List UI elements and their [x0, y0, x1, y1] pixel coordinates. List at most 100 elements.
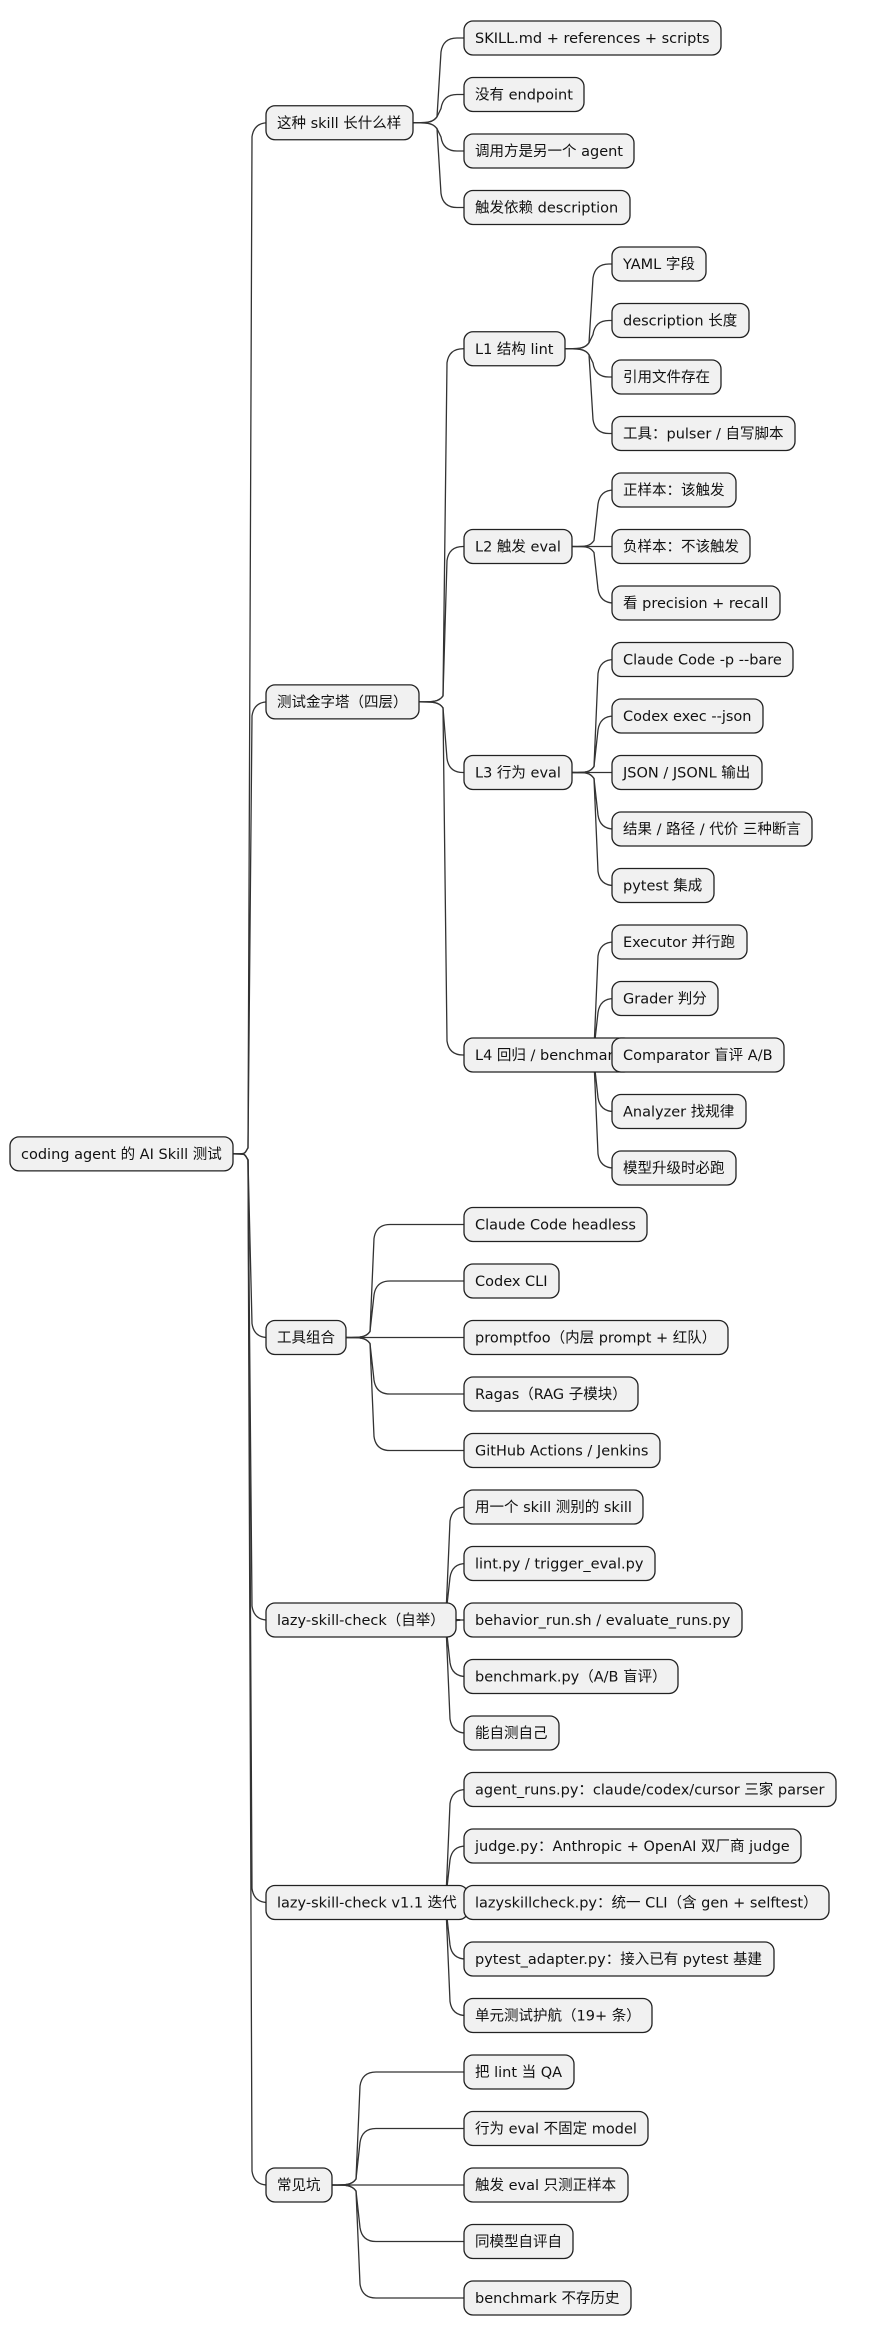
- node-depth3-node: 模型升级时必跑: [611, 1150, 737, 1186]
- node-label: JSON / JSONL 输出: [622, 765, 750, 782]
- node-label: 工具：pulser / 自写脚本: [623, 426, 783, 443]
- node-depth1-node: 常见坑: [265, 2167, 333, 2203]
- node-label: Claude Code -p --bare: [623, 653, 782, 669]
- node-label: Codex CLI: [475, 1274, 548, 1290]
- node-depth2-codex-cli: Codex CLI: [463, 1263, 560, 1299]
- connector-line: [232, 122, 269, 1155]
- node-box: [611, 754, 763, 791]
- connector-line: [331, 2184, 464, 2299]
- node-depth2-node: 能自测自己: [463, 1715, 560, 1751]
- connector-line: [412, 37, 464, 124]
- node-depth2-description: 触发依赖 description: [463, 189, 631, 226]
- node-depth2-behavior-run-sh-evaluate-runs-py: behavior_run.sh / evaluate_runs.py: [463, 1602, 743, 1638]
- connector-line: [418, 701, 464, 1056]
- node-depth2-promptfoo-prompt: promptfoo（内层 prompt + 红队）: [463, 1319, 729, 1356]
- node-label: lazy-skill-check（自举）: [277, 1612, 445, 1629]
- node-box: [463, 76, 585, 113]
- connector-line: [564, 319, 612, 350]
- node-label: Codex exec --json: [623, 709, 751, 725]
- root-node-coding-agent-ai-skill: coding agent 的 AI Skill 测试: [9, 1136, 234, 1172]
- node-box: [463, 331, 566, 367]
- connector-line: [571, 771, 615, 887]
- node-label: coding agent 的 AI Skill 测试: [21, 1146, 222, 1163]
- node-box: [611, 811, 813, 847]
- node-label: benchmark.py（A/B 盲评）: [475, 1669, 667, 1686]
- node-depth2-l2-eval: L2 触发 eval: [463, 528, 573, 565]
- node-box: [265, 105, 414, 141]
- node-depth2-pytest-adapter-py-pytest: pytest_adapter.py：接入已有 pytest 基建: [463, 1941, 775, 1977]
- node-box: [463, 2054, 575, 2090]
- node-box: [463, 189, 631, 226]
- node-box: [463, 1319, 729, 1356]
- node-label: L4 回归 / benchmark: [475, 1047, 622, 1064]
- node-box: [611, 924, 748, 960]
- node-depth2-skill-md-references-scripts: SKILL.md + references + scripts: [463, 20, 722, 56]
- node-box: [463, 1206, 648, 1243]
- node-label: 工具组合: [277, 1330, 335, 1347]
- node-box: [463, 1602, 743, 1638]
- node-label: 负样本：不该触发: [623, 539, 739, 556]
- node-depth3-comparator-a-b: Comparator 盲评 A/B: [611, 1037, 785, 1073]
- connector-line: [232, 1153, 269, 2186]
- node-box: [463, 1489, 644, 1525]
- node-box: [463, 1432, 661, 1469]
- connector-line: [571, 489, 615, 548]
- node-box: [265, 1602, 457, 1638]
- node-box: [463, 2223, 574, 2260]
- node-label: promptfoo（内层 prompt + 红队）: [475, 1330, 716, 1347]
- node-label: behavior_run.sh / evaluate_runs.py: [475, 1613, 731, 1629]
- node-label: L3 行为 eval: [475, 765, 561, 782]
- node-depth3-pulser: 工具：pulser / 自写脚本: [611, 415, 796, 452]
- node-depth2-node: 同模型自评自: [463, 2223, 574, 2260]
- node-box: [611, 1037, 785, 1073]
- mindmap-nodes: coding agent 的 AI Skill 测试 这种 skill 长什么样 S…: [9, 20, 837, 2316]
- connector-line: [345, 1280, 464, 1339]
- node-box: [265, 1319, 347, 1356]
- node-depth2-19: 单元测试护航（19+ 条）: [463, 1997, 653, 2034]
- node-box: [463, 1263, 560, 1299]
- node-label: description 长度: [623, 313, 737, 330]
- node-depth2-lint-qa: 把 lint 当 QA: [463, 2054, 575, 2090]
- node-label: 这种 skill 长什么样: [277, 115, 401, 132]
- node-depth3-analyzer: Analyzer 找规律: [611, 1093, 747, 1130]
- node-label: Executor 并行跑: [623, 934, 735, 951]
- node-label: 常见坑: [277, 2177, 321, 2194]
- node-box: [611, 528, 751, 565]
- node-label: judge.py：Anthropic + OpenAI 双厂商 judge: [474, 1838, 790, 1855]
- connector-line: [445, 1619, 467, 1734]
- node-depth3-executor: Executor 并行跑: [611, 924, 748, 960]
- node-depth2-agent: 调用方是另一个 agent: [463, 133, 635, 169]
- connector-line: [418, 701, 464, 774]
- connector-line: [345, 1336, 464, 1395]
- node-label: 行为 eval 不固定 model: [475, 2121, 637, 2138]
- node-depth3-pytest: pytest 集成: [611, 867, 715, 904]
- node-depth2-eval: 触发 eval 只测正样本: [463, 2167, 629, 2203]
- node-depth1-lazy-skill-check: lazy-skill-check（自举）: [265, 1602, 457, 1638]
- node-depth3-node: 正样本：该触发: [611, 472, 737, 508]
- connector-line: [345, 1336, 464, 1452]
- node-label: YAML 字段: [622, 256, 695, 273]
- connector-line: [571, 715, 615, 774]
- node-label: 把 lint 当 QA: [475, 2064, 562, 2081]
- node-depth2-skill-skill: 用一个 skill 测别的 skill: [463, 1489, 644, 1525]
- node-box: [463, 754, 573, 791]
- node-depth2-benchmark: benchmark 不存历史: [463, 2280, 632, 2316]
- node-box: [265, 684, 420, 720]
- node-depth1-node: 测试金字塔（四层）: [265, 684, 420, 720]
- node-label: pytest_adapter.py：接入已有 pytest 基建: [475, 1951, 762, 1968]
- connector-line: [571, 545, 615, 604]
- node-box: [611, 641, 794, 678]
- node-box: [611, 472, 737, 508]
- node-depth3-node: 负样本：不该触发: [611, 528, 751, 565]
- connector-line: [564, 348, 612, 435]
- node-depth2-l1-lint: L1 结构 lint: [463, 331, 566, 367]
- mindmap-edges: [232, 37, 636, 2299]
- node-depth3-node: 结果 / 路径 / 代价 三种断言: [611, 811, 813, 847]
- node-box: [611, 867, 715, 904]
- node-box: [463, 2110, 649, 2147]
- node-label: 调用方是另一个 agent: [475, 143, 623, 160]
- connector-line: [564, 348, 612, 378]
- node-depth1-lazy-skill-check-v1-1: lazy-skill-check v1.1 迭代: [265, 1884, 469, 1921]
- node-box: [463, 1771, 837, 1808]
